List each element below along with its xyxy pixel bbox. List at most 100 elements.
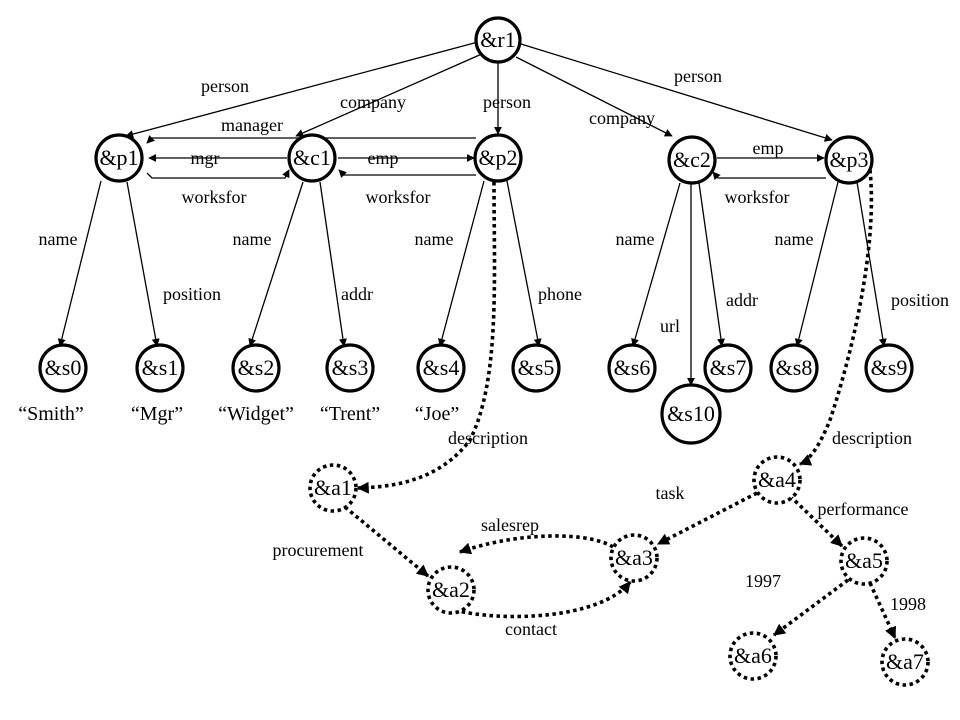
label-r1-p1: person: [201, 76, 249, 96]
edge-p2-s4: [437, 180, 485, 347]
node-a5[interactable]: &a5: [839, 536, 889, 586]
node-a6-label: &a6: [734, 643, 772, 668]
node-a5-label: &a5: [845, 548, 883, 573]
label-r1-p3: person: [674, 66, 722, 86]
label-r1-c1: company: [340, 92, 406, 112]
label-p2-a1: description: [448, 428, 528, 448]
label-c1-p2: emp: [368, 148, 399, 168]
label-r1-c2: company: [589, 108, 655, 128]
node-s4-label: &s4: [423, 355, 460, 380]
node-p1[interactable]: &p1: [94, 133, 144, 183]
edge-p3-s9: [856, 181, 887, 347]
node-a3-label: &a3: [615, 545, 653, 570]
edge-r1-c2: [515, 56, 673, 137]
value-s2: “Widget”: [218, 403, 294, 425]
node-s2-label: &s2: [238, 355, 275, 380]
label-a2-a3: contact: [505, 619, 557, 639]
edge-a4-a3-task: [656, 491, 758, 546]
node-a3[interactable]: &a3: [609, 533, 659, 583]
edge-p2-c1-worksfor: [338, 169, 476, 178]
edge-c1-s2: [248, 181, 304, 347]
label-c1-p1: mgr: [191, 148, 220, 168]
label-p3-s8: name: [775, 229, 814, 249]
node-c1[interactable]: &c1: [287, 133, 337, 183]
node-s8-label: &s8: [776, 355, 813, 380]
node-a4-label: &a4: [758, 467, 796, 492]
node-s3[interactable]: &s3: [325, 343, 375, 393]
label-a4-a3: task: [656, 483, 685, 503]
label-p3-a4: description: [832, 428, 912, 448]
edge-a5-a6-1997: [772, 578, 850, 637]
node-s6[interactable]: &s6: [607, 343, 657, 393]
node-s9-label: &s9: [871, 355, 908, 380]
node-a2-label: &a2: [432, 577, 470, 602]
node-c1-label: &c1: [293, 145, 331, 170]
label-p1-s0: name: [39, 229, 78, 249]
node-p2[interactable]: &p2: [473, 133, 523, 183]
label-a4-a5: performance: [818, 499, 909, 519]
node-s4[interactable]: &s4: [416, 343, 466, 393]
node-p2-label: &p2: [478, 145, 517, 170]
node-s2[interactable]: &s2: [231, 343, 281, 393]
edge-p1-s1: [126, 181, 160, 347]
label-c2-s10: url: [660, 316, 680, 336]
node-s9[interactable]: &s9: [864, 343, 914, 393]
edge-p1-s0: [57, 180, 102, 347]
edge-p1-c1-worksfor: [146, 169, 290, 179]
label-a5-a6: 1997: [745, 571, 781, 591]
node-s6-label: &s6: [614, 355, 651, 380]
node-s3-label: &s3: [332, 355, 369, 380]
node-a6[interactable]: &a6: [728, 631, 778, 681]
node-a7[interactable]: &a7: [880, 637, 930, 687]
node-s8[interactable]: &s8: [769, 343, 819, 393]
node-s7-label: &s7: [710, 355, 747, 380]
edge-r1-p3: [520, 43, 833, 142]
label-c1-s2: name: [233, 229, 272, 249]
label-c1-s3: addr: [341, 284, 373, 304]
edge-p3-c2-worksfor: [712, 171, 826, 181]
label-p3-c2: worksfor: [725, 187, 790, 207]
node-s0-label: &s0: [45, 355, 82, 380]
label-a1-a2: procurement: [273, 540, 364, 560]
node-a1[interactable]: &a1: [308, 463, 358, 513]
node-c2-label: &c2: [673, 147, 711, 172]
label-p2-c1: worksfor: [366, 187, 431, 207]
label-a5-a7: 1998: [890, 594, 926, 614]
edge-p2-s5: [506, 180, 542, 347]
node-r1-label: &r1: [480, 27, 515, 52]
edge-a5-a7-1998: [868, 582, 897, 640]
value-s0: “Smith”: [18, 403, 84, 425]
node-s1[interactable]: &s1: [135, 343, 185, 393]
edge-p2-a1-description: [356, 181, 497, 494]
label-r1-p2: person: [483, 92, 531, 112]
edge-c2-s6: [631, 182, 681, 347]
edge-c2-s7: [698, 182, 725, 347]
label-c2-s6: name: [616, 229, 655, 249]
node-p3[interactable]: &p3: [824, 135, 874, 185]
value-s1: “Mgr”: [131, 403, 183, 425]
edge-p2-p1-manager: [146, 135, 476, 144]
node-s5-label: &s5: [518, 355, 555, 380]
edge-p3-a4-description: [798, 169, 874, 466]
edge-a3-a2-salesrep: [458, 534, 614, 555]
node-a4[interactable]: &a4: [752, 455, 802, 505]
label-p2-s5: phone: [538, 284, 582, 304]
node-r1[interactable]: &r1: [474, 16, 522, 64]
label-p1-s1: position: [163, 284, 221, 304]
value-s4: “Joe”: [415, 403, 459, 425]
value-s3: “Trent”: [320, 403, 380, 425]
label-a3-a2: salesrep: [481, 515, 539, 535]
edge-a4-a5-performance: [788, 494, 844, 548]
label-c2-s7: addr: [726, 290, 758, 310]
node-s7[interactable]: &s7: [703, 343, 753, 393]
node-s10-label: &s10: [667, 401, 715, 426]
node-a1-label: &a1: [314, 475, 352, 500]
node-c2[interactable]: &c2: [667, 135, 717, 185]
node-s10[interactable]: &s10: [660, 383, 722, 445]
node-a2[interactable]: &a2: [426, 565, 476, 615]
node-s0[interactable]: &s0: [38, 343, 88, 393]
edge-c1-s3: [319, 181, 347, 347]
node-s5[interactable]: &s5: [511, 343, 561, 393]
node-p3-label: &p3: [829, 147, 868, 172]
